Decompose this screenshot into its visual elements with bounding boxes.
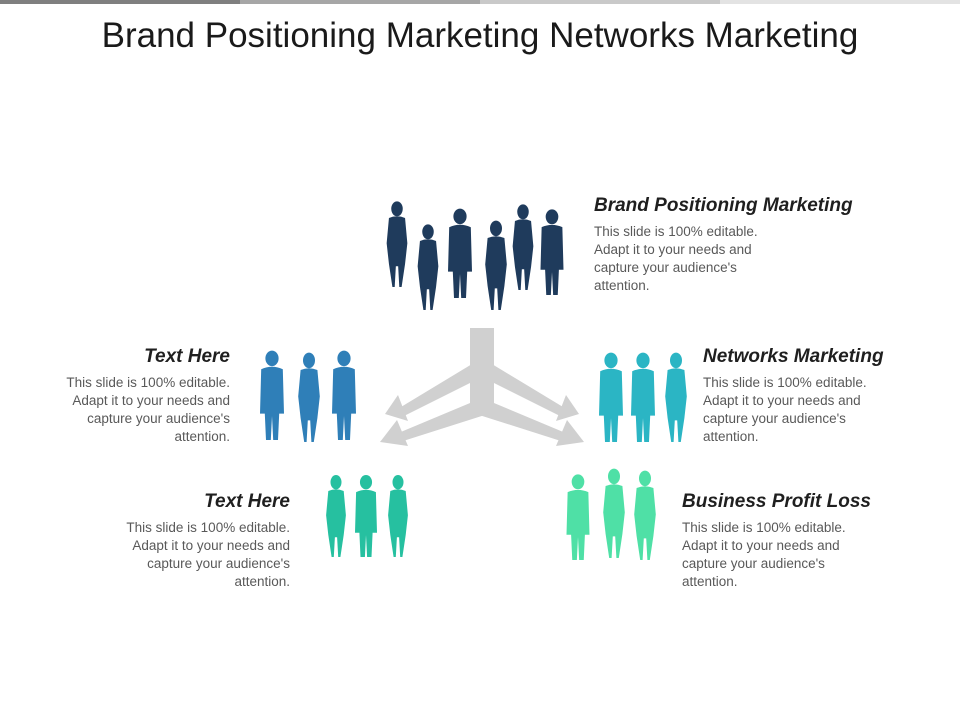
text-block-mid-right: Networks Marketing This slide is 100% ed… (703, 346, 913, 446)
people-group-bottom-right (566, 468, 656, 560)
accent-segment-1 (0, 0, 240, 4)
block-body: This slide is 100% editable. Adapt it to… (682, 520, 846, 589)
slide-title: Brand Positioning Marketing Networks Mar… (101, 16, 859, 55)
block-heading: Text Here (144, 346, 230, 367)
block-body: This slide is 100% editable. Adapt it to… (66, 375, 230, 444)
block-heading: Text Here (204, 491, 290, 512)
people-group-mid-right (599, 352, 687, 442)
block-body: This slide is 100% editable. Adapt it to… (126, 520, 290, 589)
text-block-bottom-right: Business Profit Loss This slide is 100% … (682, 491, 912, 591)
top-accent-bar (0, 0, 960, 4)
accent-segment-3 (480, 0, 720, 4)
block-heading: Networks Marketing (703, 346, 884, 367)
accent-segment-2 (240, 0, 480, 4)
people-group-top (386, 201, 564, 310)
text-block-bottom-left: Text Here This slide is 100% editable. A… (100, 491, 290, 591)
text-block-top-right: Brand Positioning Marketing This slide i… (594, 195, 853, 295)
people-group-bottom-left (326, 475, 408, 557)
text-block-mid-left: Text Here This slide is 100% editable. A… (40, 346, 230, 446)
block-heading: Business Profit Loss (682, 491, 871, 512)
accent-segment-4 (720, 0, 960, 4)
block-body: This slide is 100% editable. Adapt it to… (594, 224, 758, 293)
people-group-mid-left (260, 350, 356, 442)
block-heading: Brand Positioning Marketing (594, 195, 853, 216)
branch-arrows (380, 328, 584, 446)
block-body: This slide is 100% editable. Adapt it to… (703, 375, 867, 444)
